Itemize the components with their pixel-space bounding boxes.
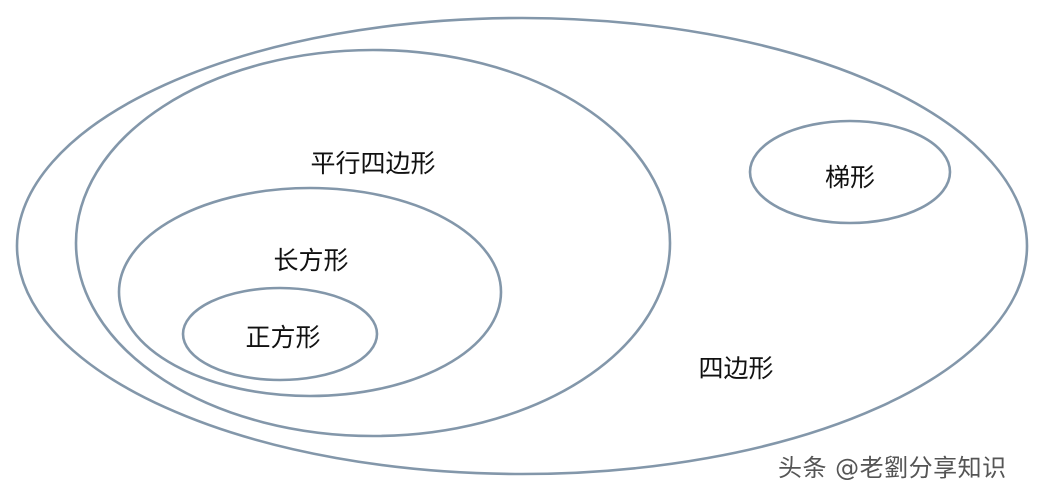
rectangle-label: 长方形 bbox=[273, 246, 348, 275]
trapezoid-set-ellipse bbox=[748, 119, 952, 225]
parallelogram-set-ellipse bbox=[74, 48, 672, 438]
trapezoid-label: 梯形 bbox=[825, 163, 875, 192]
parallelogram-label: 平行四边形 bbox=[310, 149, 435, 178]
quadrilateral-label: 四边形 bbox=[698, 354, 773, 383]
source-watermark: 头条 @老劉分享知识 bbox=[778, 454, 1007, 482]
square-label: 正方形 bbox=[245, 323, 320, 352]
quadrilateral-set-ellipse bbox=[15, 16, 1029, 476]
square-set-ellipse bbox=[181, 286, 379, 382]
rectangle-set-ellipse bbox=[117, 186, 503, 398]
